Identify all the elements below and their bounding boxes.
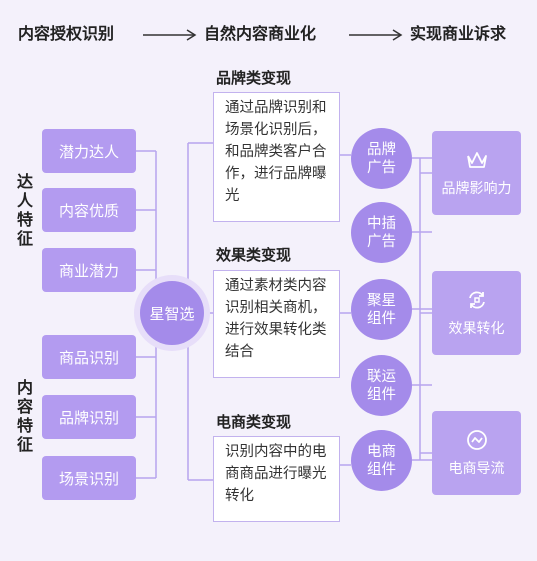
result-ecommerce-traffic: 电商导流 [432,411,521,495]
side-label-talent: 达 人 特 征 [16,172,33,248]
desc-performance: 通过素材类内容识别相关商机，进行效果转化类结合 [213,270,340,378]
pill-quality-content: 内容优质 [42,188,136,232]
header-step-2: 自然内容商业化 [204,24,317,43]
pill-product-recognition: 商品识别 [42,335,136,379]
result-performance-conversion: 效果转化 [432,271,521,355]
result-label: 电商导流 [448,460,505,477]
desc-brand: 通过品牌识别和场景化识别后，和品牌类客户合作，进行品牌曝光 [213,92,340,222]
circle-juxing-component: 聚星 组件 [351,279,412,340]
result-label: 效果转化 [448,320,505,337]
result-brand-influence: 品牌影响力 [432,131,521,215]
pill-brand-recognition: 品牌识别 [42,395,136,439]
refresh-icon [468,291,485,308]
side-label-content: 内 容 特 征 [16,378,33,454]
hub-xingzhixuan: 星智选 [140,281,204,345]
arrow-right-icon [143,29,197,41]
pill-potential-talent: 潜力达人 [42,129,136,173]
circle-midroll-ad: 中插 广告 [351,202,412,263]
pill-scene-recognition: 场景识别 [42,456,136,500]
section-title-brand: 品牌类变现 [216,69,292,87]
section-title-ecommerce: 电商类变现 [216,413,292,431]
header-step-3: 实现商业诉求 [410,24,507,43]
wave-icon [466,429,487,450]
arrow-right-icon [349,29,403,41]
circle-brand-ad: 品牌 广告 [351,128,412,189]
circle-lianyun-component: 联运 组件 [351,355,412,416]
circle-ecommerce-component: 电商 组件 [351,430,412,491]
header-step-1: 内容授权识别 [18,24,115,43]
crown-icon [466,151,487,168]
section-title-performance: 效果类变现 [216,246,292,264]
pill-commercial-potential: 商业潜力 [42,248,136,292]
desc-ecommerce: 识别内容中的电商商品进行曝光转化 [213,436,340,522]
result-label: 品牌影响力 [441,180,512,197]
